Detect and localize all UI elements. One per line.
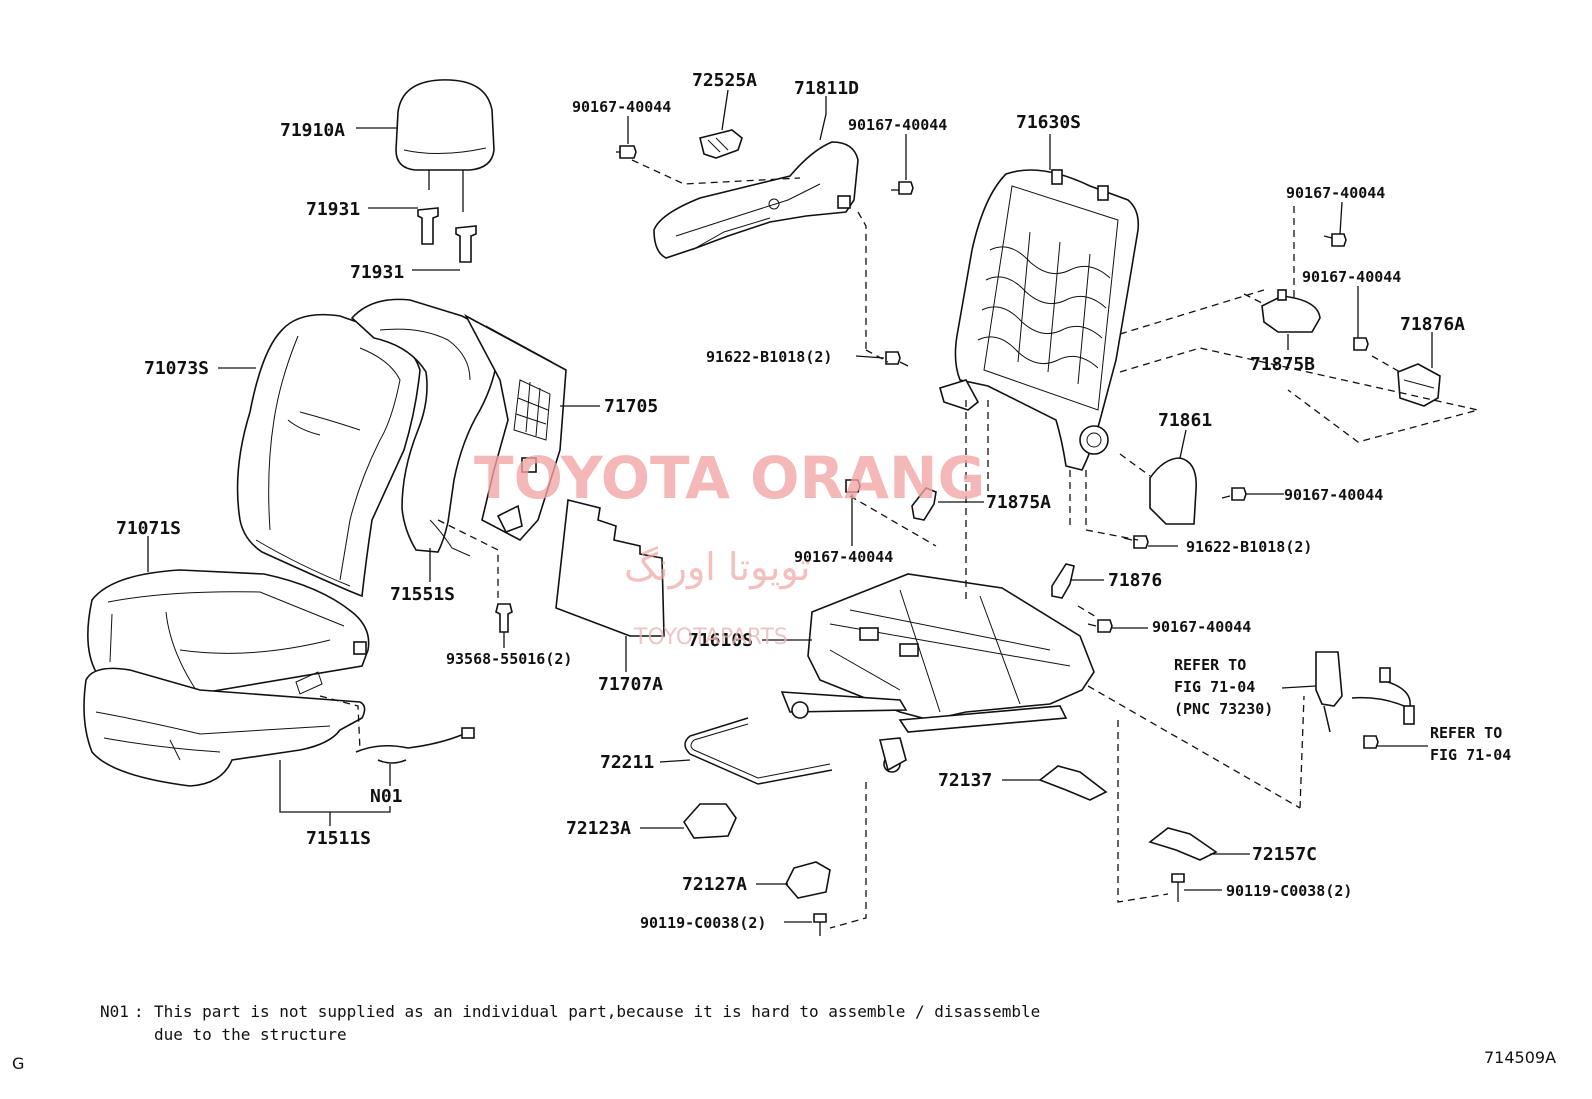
label-71910A: 71910A bbox=[280, 120, 345, 141]
bolt-icons bbox=[616, 145, 1379, 936]
label-71071S: 71071S bbox=[116, 518, 181, 539]
watermark-arabic: تويوتا اورنگ bbox=[624, 545, 811, 590]
label-71705: 71705 bbox=[604, 396, 658, 417]
watermark-small: TOYOTAPARTS bbox=[633, 625, 788, 650]
clip-part bbox=[495, 603, 513, 633]
seatback-cover-part bbox=[236, 313, 421, 598]
headrest-part bbox=[395, 79, 495, 212]
label-71630S: 71630S bbox=[1016, 112, 1081, 133]
label-90167-40044-c: 90167-40044 bbox=[1286, 184, 1385, 202]
label-90119-C0038-b: 90119-C0038(2) bbox=[1226, 882, 1352, 900]
front-cover-part bbox=[683, 803, 737, 839]
seat-belt-buckle-part bbox=[1315, 651, 1415, 733]
label-71811D: 71811D bbox=[794, 78, 859, 99]
label-91622-B1018-b: 91622-B1018(2) bbox=[1186, 538, 1312, 556]
label-90119-C0038-a: 90119-C0038(2) bbox=[640, 914, 766, 932]
watermark: TOYOTA ORANG تويوتا اورنگ TOYOTAPARTS bbox=[474, 444, 985, 650]
label-refer-to-1-line3: (PNC 73230) bbox=[1174, 700, 1273, 718]
label-71931-lower: 71931 bbox=[350, 262, 404, 283]
label-72123A: 72123A bbox=[566, 818, 631, 839]
label-91622-B1018-a: 91622-B1018(2) bbox=[706, 348, 832, 366]
label-93568-55016: 93568-55016(2) bbox=[446, 650, 572, 668]
footnote-code: N01 bbox=[100, 1002, 129, 1021]
label-72137: 72137 bbox=[938, 770, 992, 791]
side-shield-part bbox=[653, 141, 859, 259]
watermark-main: TOYOTA ORANG bbox=[474, 444, 985, 512]
label-72211: 72211 bbox=[600, 752, 654, 773]
seatback-board-part bbox=[464, 314, 567, 541]
assembly-lines bbox=[319, 159, 1479, 929]
label-71610S: 71610S bbox=[688, 630, 753, 651]
bracket-part-b bbox=[1051, 563, 1075, 599]
corner-letter: G bbox=[12, 1054, 25, 1073]
label-refer-to-2-line1: REFER TO bbox=[1430, 724, 1502, 742]
label-90167-40044-a: 90167-40044 bbox=[572, 98, 671, 116]
track-cover-outer-part bbox=[1148, 827, 1218, 861]
leader-lines bbox=[147, 89, 1433, 923]
label-71861: 71861 bbox=[1158, 410, 1212, 431]
seat-adjuster-part bbox=[780, 573, 1095, 773]
label-71073S: 71073S bbox=[144, 358, 209, 379]
label-71931-upper: 71931 bbox=[306, 199, 360, 220]
label-90167-40044-g: 90167-40044 bbox=[1152, 618, 1251, 636]
label-72127A: 72127A bbox=[682, 874, 747, 895]
hinge-cover-inner-part bbox=[1261, 289, 1321, 333]
knob-part bbox=[699, 129, 743, 159]
footnote-line1: This part is not supplied as an individu… bbox=[154, 1002, 1041, 1021]
label-90167-40044-d: 90167-40044 bbox=[1302, 268, 1401, 286]
label-refer-to-1-line2: FIG 71-04 bbox=[1174, 678, 1255, 696]
recliner-cover-part bbox=[1149, 457, 1197, 525]
seat-cushion-pad-part bbox=[83, 667, 366, 787]
seatback-panel-part bbox=[555, 499, 665, 637]
label-72525A: 72525A bbox=[692, 70, 757, 91]
seatback-pad-part bbox=[350, 298, 499, 557]
label-71876: 71876 bbox=[1108, 570, 1162, 591]
hinge-cover-outer-part bbox=[1397, 363, 1441, 407]
track-cover-inner-part bbox=[1038, 765, 1108, 801]
label-71876A: 71876A bbox=[1400, 314, 1465, 335]
seatback-frame-part bbox=[939, 169, 1140, 471]
footnote-line2: due to the structure bbox=[154, 1025, 347, 1044]
figure-id: 714509A bbox=[1484, 1048, 1557, 1067]
label-71875B: 71875B bbox=[1250, 354, 1315, 375]
seat-heater-wire-part bbox=[355, 727, 475, 764]
label-refer-to-1-line1: REFER TO bbox=[1174, 656, 1246, 674]
label-71551S: 71551S bbox=[390, 584, 455, 605]
label-refer-to-2-line2: FIG 71-04 bbox=[1430, 746, 1511, 764]
label-N01: N01 bbox=[370, 786, 403, 807]
label-71511S: 71511S bbox=[306, 828, 371, 849]
label-71875A: 71875A bbox=[986, 492, 1051, 513]
label-71707A: 71707A bbox=[598, 674, 663, 695]
rear-cover-part bbox=[785, 861, 831, 899]
lever-rod-part bbox=[684, 717, 833, 785]
footnote-colon: : bbox=[134, 1002, 144, 1021]
label-90167-40044-f: 90167-40044 bbox=[794, 548, 893, 566]
label-90167-40044-b: 90167-40044 bbox=[848, 116, 947, 134]
label-72157C: 72157C bbox=[1252, 844, 1317, 865]
headrest-guide-part bbox=[417, 207, 477, 263]
label-90167-40044-e: 90167-40044 bbox=[1284, 486, 1383, 504]
part-labels: 71910A 71931 71931 71073S 71071S 71705 7… bbox=[116, 70, 1511, 932]
bracket-part-a bbox=[911, 487, 937, 521]
